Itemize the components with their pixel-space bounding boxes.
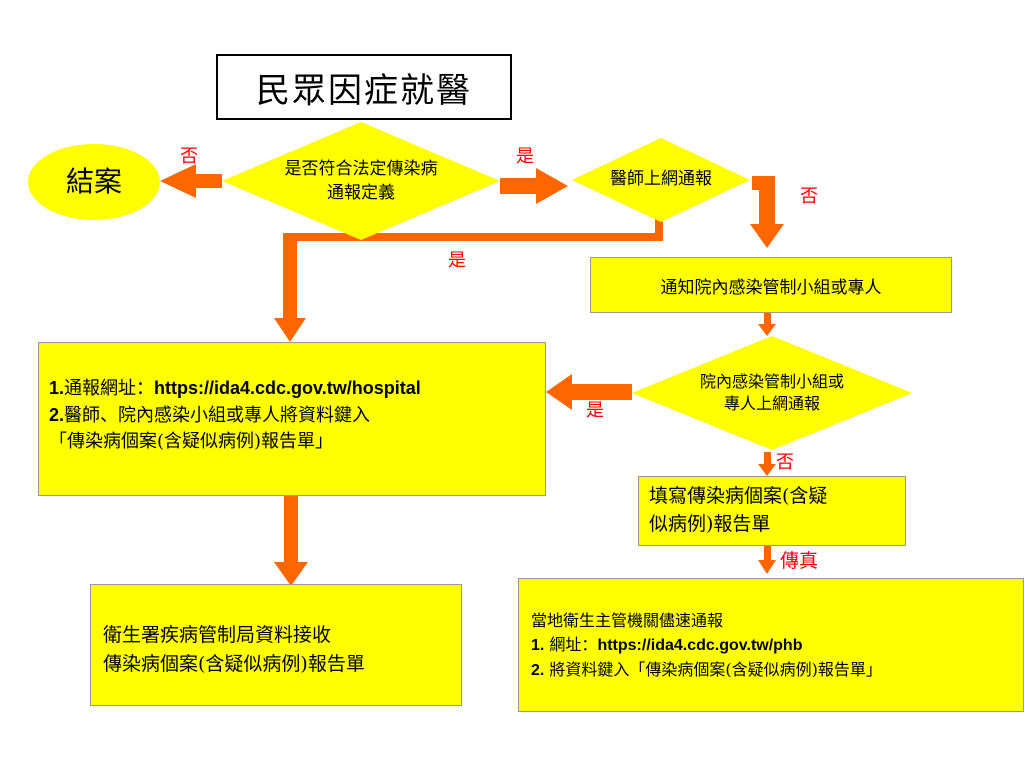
arrow-decision3-to-report: [546, 374, 632, 410]
decision1-diamond: [222, 122, 500, 240]
decision1-line1: 是否符合法定傳染病: [284, 159, 438, 180]
label-yes-decision3: 是: [586, 400, 604, 421]
local-line2-num: 1.: [531, 637, 545, 654]
label-yes-decision1: 是: [516, 146, 534, 167]
local-authority-box: 當地衛生主管機關儘速通報 1. 網址：https://ida4.cdc.gov.…: [518, 578, 1024, 712]
decision3-diamond: [632, 336, 912, 450]
fill-box-line2: 似病例)報告單: [649, 512, 771, 535]
report-line2-text: 醫師、院內感染小組或專人將資料鍵入: [64, 405, 371, 427]
arrow-to-local-box: [758, 546, 776, 574]
cdc-receive-box: 衛生署疾病管制局資料接收 傳染病個案(含疑似病例)報告單: [90, 584, 462, 706]
label-no-close: 否: [180, 146, 198, 167]
report-line1-text: 通報網址：: [64, 378, 155, 399]
arrow-to-decision3: [758, 313, 776, 336]
arrow-to-cdc-box: [274, 496, 308, 586]
arrow-to-doctor-report: [500, 168, 568, 204]
label-yes-decision2: 是: [448, 250, 466, 271]
arrow-to-close-case: [160, 164, 222, 198]
flow-title: 民眾因症就醫: [216, 54, 512, 120]
label-no-decision3: 否: [776, 452, 794, 473]
decision1-text: 是否符合法定傳染病 通報定義: [236, 146, 486, 218]
report-url: https://ida4.cdc.gov.tw/hospital: [154, 378, 421, 398]
decision3-line1: 院內感染管制小組或: [699, 371, 844, 391]
fill-box-line1: 填寫傳染病個案(含疑: [649, 485, 828, 507]
arrow-to-notify-box: [750, 176, 784, 248]
decision2-text: 醫師上網通報: [610, 169, 712, 190]
local-line2-text: 網址：: [544, 635, 598, 654]
report-line2-num: 2.: [49, 405, 65, 426]
cdc-box-line2: 傳染病個案(含疑似病例)報告單: [103, 652, 365, 675]
label-fax: 傳真: [780, 550, 819, 572]
local-url: https://ida4.cdc.gov.tw/phb: [597, 637, 803, 654]
close-case-ellipse: [28, 144, 160, 220]
label-no-decision2: 否: [800, 186, 818, 207]
report-box: 1.通報網址：https://ida4.cdc.gov.tw/hospital …: [38, 342, 546, 496]
arrow-to-fill-box: [758, 452, 776, 476]
cdc-box-line1: 衛生署疾病管制局資料接收: [103, 624, 332, 646]
decision3-text: 院內感染管制小組或 專人上網通報: [652, 364, 892, 422]
local-line3-num: 2.: [531, 662, 545, 679]
report-line1-num: 1.: [49, 378, 65, 398]
decision3-line2: 專人上網通報: [723, 394, 820, 413]
notify-box: 通知院內感染管制小組或專人: [590, 257, 952, 313]
local-line1: 當地衛生主管機關儘速通報: [531, 611, 724, 630]
local-line3-text: 將資料鍵入「傳染病個案(含疑似病例)報告單」: [544, 660, 882, 679]
arrow-to-report-box: [274, 214, 663, 342]
report-line3: 「傳染病個案(含疑似病例)報告單」: [49, 431, 334, 453]
fill-report-box: 填寫傳染病個案(含疑 似病例)報告單: [638, 476, 906, 546]
decision1-line2: 通報定義: [327, 183, 395, 203]
decision2-diamond: [572, 138, 750, 222]
close-case-label: 結案: [65, 165, 122, 199]
